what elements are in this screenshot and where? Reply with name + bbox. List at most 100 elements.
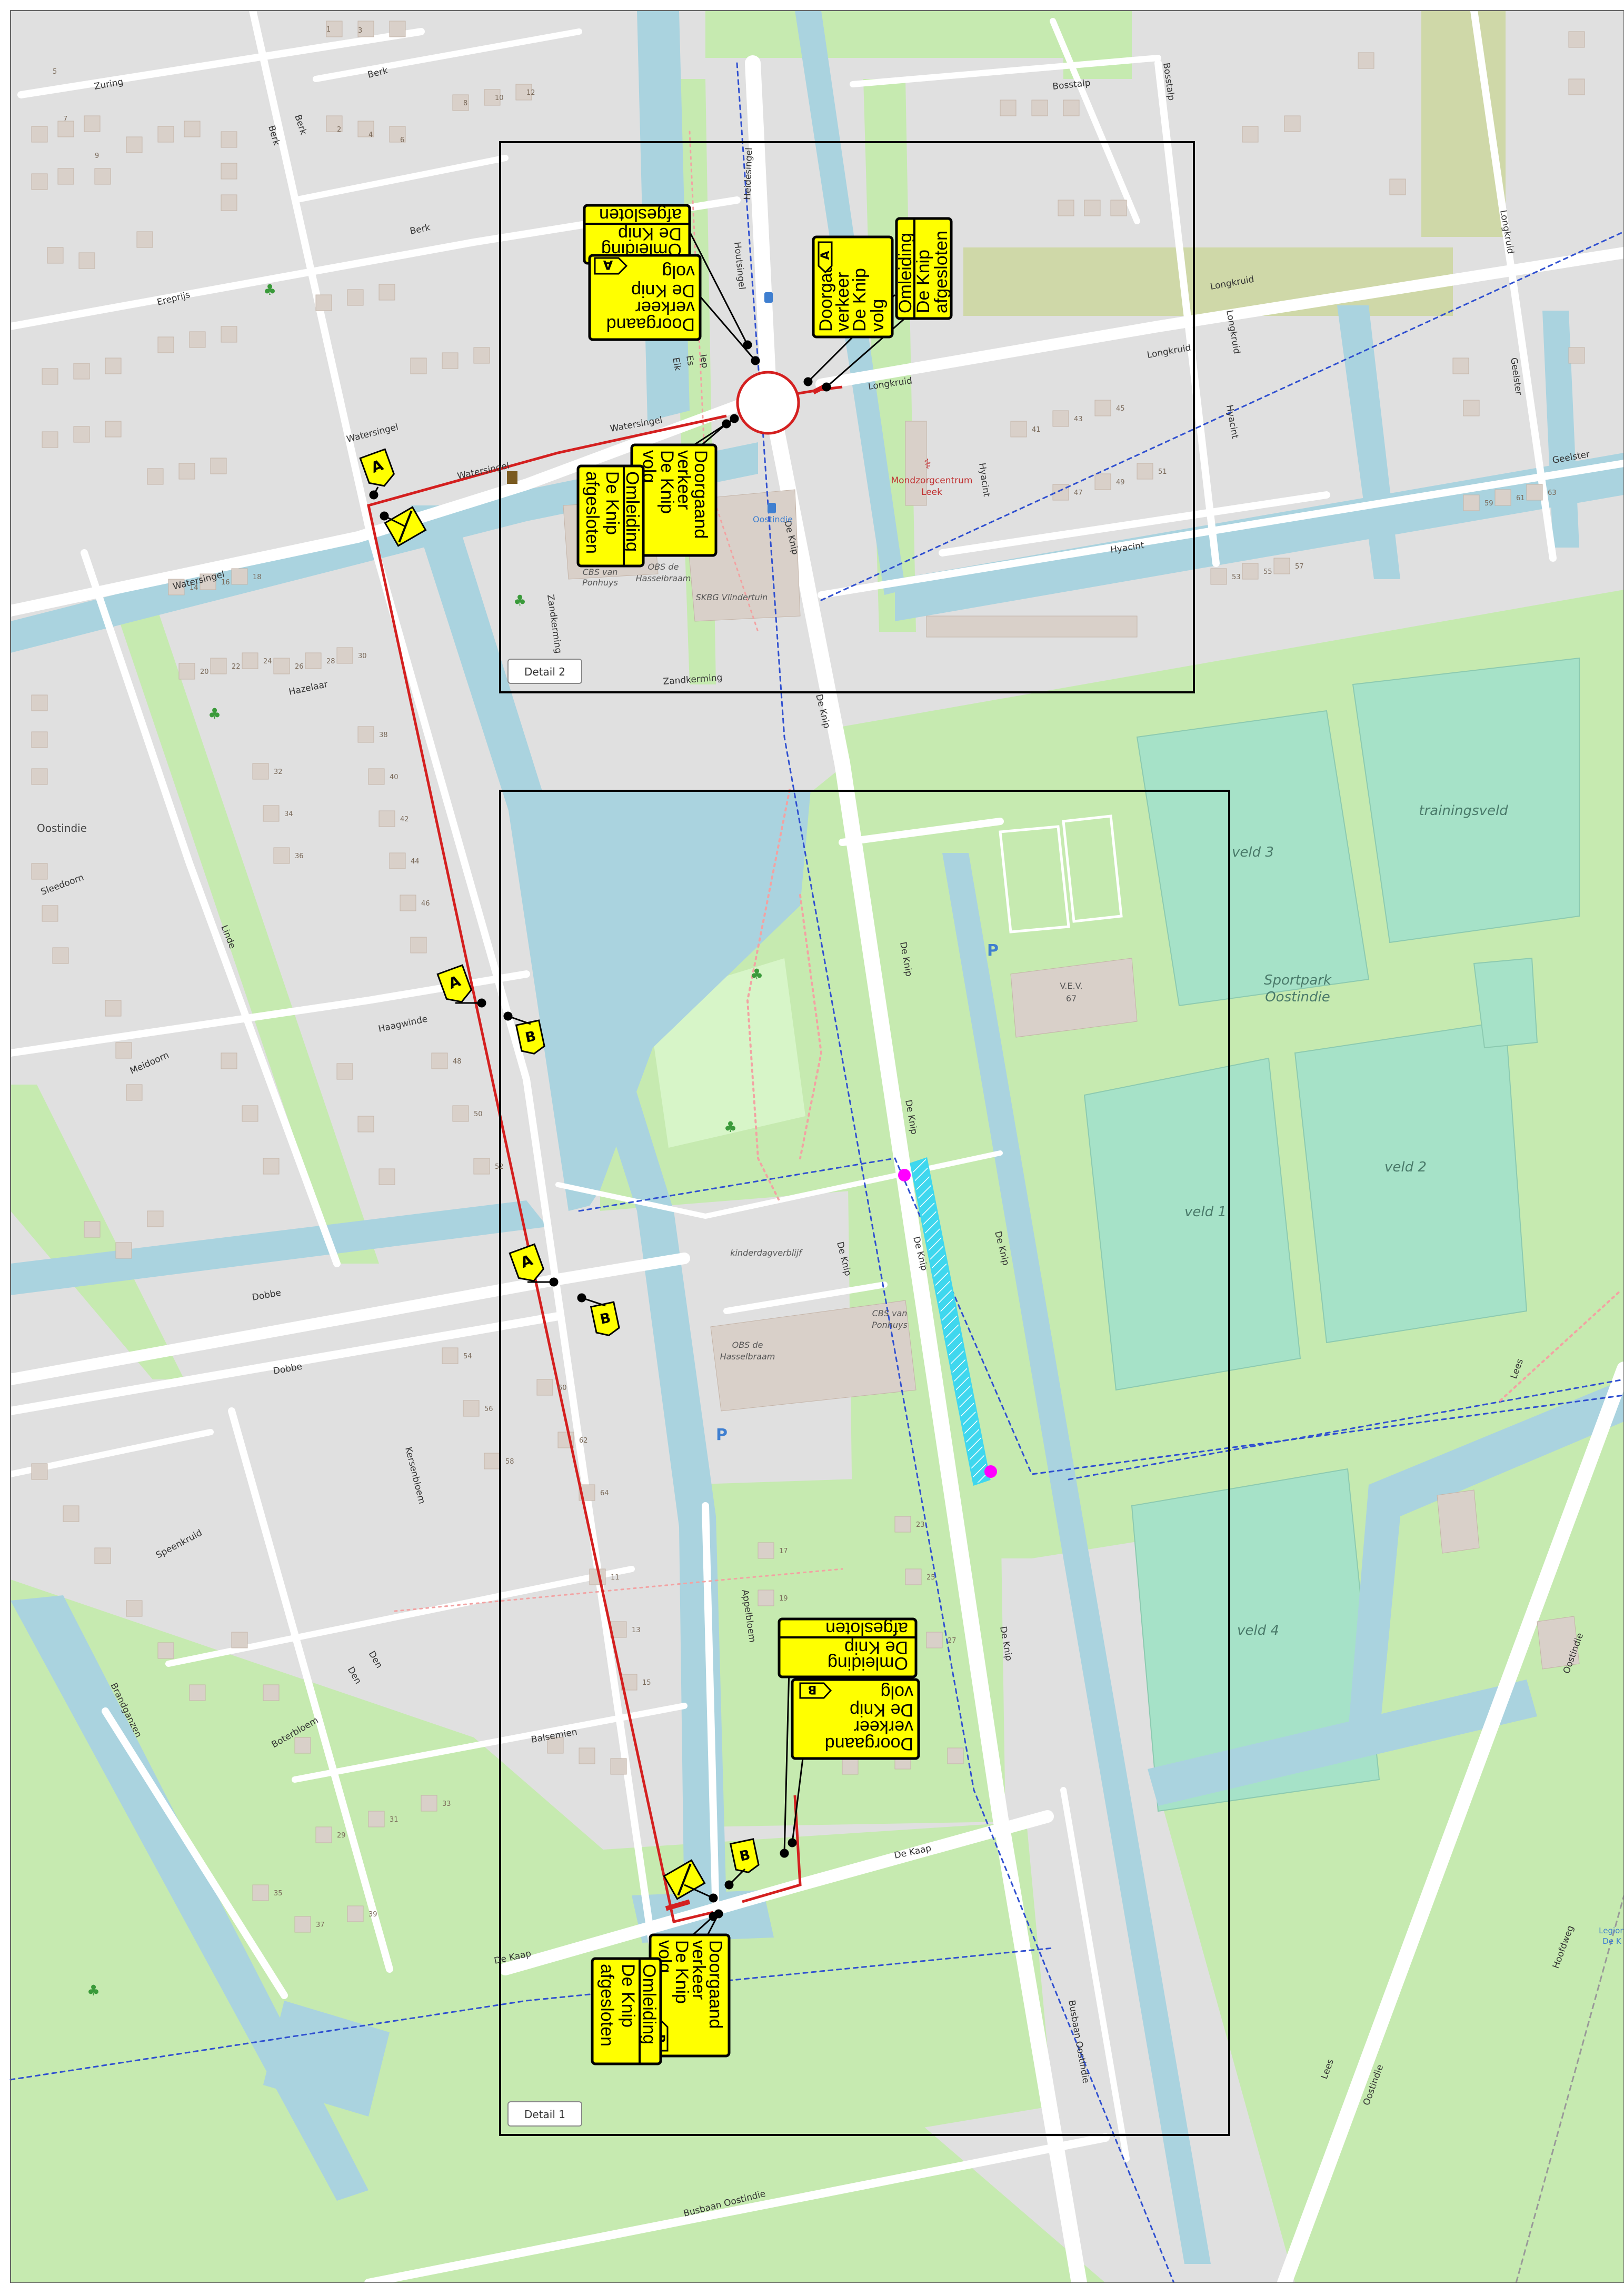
school-icon — [507, 471, 517, 484]
house-number: 27 — [948, 1637, 957, 1645]
detail-2-frame — [499, 141, 1195, 693]
detail-1-frame — [499, 790, 1230, 2136]
detour-route-main — [367, 414, 727, 1924]
house-number: 47 — [1074, 489, 1083, 497]
house-number: 35 — [274, 1890, 283, 1897]
school-label: OBS de — [732, 1340, 763, 1350]
house-number: 32 — [274, 768, 283, 776]
house-number: 30 — [358, 652, 367, 660]
house-number: 44 — [411, 858, 420, 866]
school-label: Hasselbraam — [636, 573, 691, 583]
svg-text:De Knip: De Knip — [657, 450, 677, 514]
sign-detour: Omleiding De Knip afgesloten — [895, 217, 953, 320]
sportpark-label: Oostindie — [1265, 989, 1330, 1005]
svg-text:De Knip: De Knip — [618, 224, 682, 244]
busstop-label: Oostindie — [753, 514, 793, 524]
daycare-label: kinderdagverblijf — [730, 1248, 803, 1258]
house-number: 24 — [263, 658, 272, 665]
house-number: 46 — [421, 900, 430, 908]
tree-icon: ♣ — [724, 1118, 737, 1136]
house-number: 17 — [779, 1547, 788, 1555]
route-marker-b: B — [590, 1301, 620, 1336]
parking-icon: P — [716, 1426, 728, 1444]
house-number: 12 — [526, 89, 535, 97]
route-markers: A A B A B B — [359, 448, 760, 1900]
school-label: Ponhuys — [582, 578, 618, 588]
house-number: 3 — [358, 27, 362, 35]
sign-detour: Omleiding De Knip afgesloten — [591, 1957, 662, 2065]
svg-text:Doorgaand: Doorgaand — [606, 314, 695, 334]
sign-through-traffic: Doorgaand verkeer De Knip volg B — [791, 1678, 920, 1760]
daycare-label: SKBG Vlindertuin — [696, 592, 768, 602]
detour-route — [742, 1795, 802, 1903]
field-label: trainingsveld — [1419, 803, 1508, 819]
svg-text:afgesloten: afgesloten — [825, 1618, 908, 1638]
parking-icons: P P — [716, 941, 999, 1444]
svg-text:B: B — [808, 1683, 817, 1696]
house-number: 57 — [1295, 563, 1304, 571]
svg-text:De Knip: De Knip — [631, 281, 695, 301]
tree-icon: ♣ — [87, 1982, 100, 1999]
svg-text:De Knip: De Knip — [850, 268, 870, 332]
parking-icon: P — [987, 941, 999, 960]
field-label: veld 2 — [1384, 1159, 1427, 1175]
house-number: 48 — [453, 1058, 462, 1066]
svg-text:De Knip: De Knip — [913, 250, 933, 313]
bus-stop-icons — [764, 292, 776, 513]
house-number: 54 — [463, 1353, 472, 1360]
house-number: 22 — [232, 663, 241, 671]
house-number: 11 — [611, 1574, 620, 1582]
svg-text:De Knip: De Knip — [602, 471, 622, 535]
svg-text:Omleiding: Omleiding — [828, 1653, 908, 1673]
route-marker-a: A — [509, 1243, 545, 1282]
house-number: 51 — [1158, 468, 1167, 476]
detail-2-label: Detail 2 — [524, 665, 565, 678]
sign-through-traffic: Doorgaand verkeer De Knip volg A — [812, 235, 894, 339]
tree-icon: ♣ — [208, 705, 221, 722]
sign-detour: Omleiding De Knip afgesloten — [576, 464, 645, 568]
school-label: Ponhuys — [872, 1320, 908, 1330]
sportpark-label: Sportpark — [1264, 972, 1332, 988]
club-label: 67 — [1066, 994, 1077, 1004]
street-label: Es — [684, 354, 696, 366]
svg-text:verkeer: verkeer — [833, 272, 853, 332]
house-number: 56 — [484, 1405, 493, 1413]
street-label: Eik — [670, 356, 683, 372]
house-number: 39 — [368, 1911, 377, 1919]
route-marker-b: B — [515, 1019, 545, 1055]
house-number: 18 — [253, 573, 262, 581]
route-marker-a: A — [436, 964, 473, 1003]
svg-text:afgesloten: afgesloten — [597, 1964, 617, 2046]
field-label: veld 1 — [1184, 1204, 1227, 1220]
svg-text:Omleiding: Omleiding — [895, 233, 915, 313]
field-label: veld 4 — [1237, 1623, 1279, 1638]
house-number: 20 — [200, 668, 209, 676]
house-number: 28 — [326, 658, 335, 665]
svg-text:Omleiding: Omleiding — [639, 1964, 659, 2044]
roundabout — [736, 371, 800, 435]
svg-text:afgesloten: afgesloten — [582, 471, 602, 554]
house-number: 61 — [1516, 494, 1525, 502]
svg-text:Doorgaand: Doorgaand — [825, 1734, 913, 1754]
tree-icon: ♣ — [750, 966, 763, 983]
house-number: 29 — [337, 1832, 346, 1840]
bus-stop-icon — [768, 503, 776, 513]
house-number: 19 — [779, 1595, 788, 1603]
house-number: 5 — [53, 68, 57, 76]
svg-text:volg: volg — [881, 1682, 913, 1702]
house-number: 37 — [316, 1921, 325, 1929]
allotment — [963, 247, 1453, 316]
district-label: Oostindie — [37, 822, 87, 834]
svg-text:volg: volg — [662, 262, 695, 282]
route-block-2 — [665, 1899, 691, 1911]
route-marker-crossed — [663, 1859, 706, 1900]
street-label: Iep — [698, 353, 710, 369]
roads — [5, 7, 1624, 2285]
house-number: 4 — [368, 131, 373, 139]
house-number: 9 — [95, 152, 99, 160]
house-number: 52 — [495, 1163, 504, 1171]
svg-text:Omleiding: Omleiding — [622, 471, 642, 552]
svg-text:De Knip: De Knip — [850, 1700, 913, 1720]
